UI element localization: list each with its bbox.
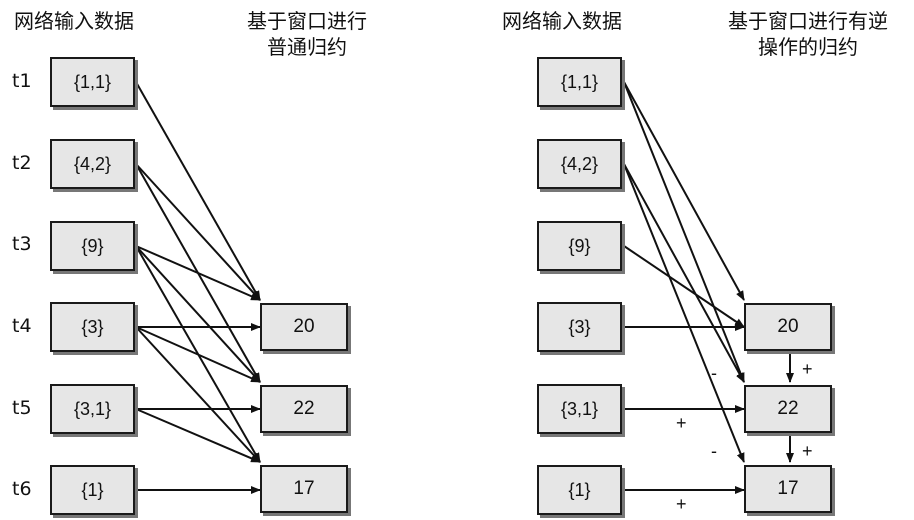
time-label: t4 bbox=[12, 315, 32, 337]
right-input-box-t6: {1} bbox=[537, 465, 622, 515]
right-output-box-17: 17 bbox=[744, 465, 832, 513]
minus-sign-t1: - bbox=[711, 363, 717, 383]
left-output-box-17: 17 bbox=[260, 465, 348, 513]
plus-sign-20-to-22: + bbox=[802, 359, 813, 379]
time-label: t6 bbox=[12, 478, 32, 500]
left-output-box-22: 22 bbox=[260, 385, 348, 433]
plus-sign-t6: + bbox=[676, 494, 687, 514]
left-input-box-t6: {1} bbox=[50, 465, 135, 515]
left-input-box-t3: {9} bbox=[50, 221, 135, 271]
right-arrow-t2-to-22 bbox=[623, 163, 745, 383]
left-input-box-t1: {1,1} bbox=[50, 57, 135, 107]
plus-sign-22-to-17: + bbox=[802, 441, 813, 461]
left-input-header: 网络输入数据 bbox=[14, 9, 134, 33]
right-arrow-t1-to-22 bbox=[623, 81, 745, 383]
left-arrow-t3-to-20 bbox=[135, 245, 261, 301]
left-arrow-t4-to-17 bbox=[135, 326, 261, 463]
time-label: t1 bbox=[12, 70, 32, 92]
right-input-box-t3: {9} bbox=[537, 221, 622, 271]
left-arrow-t5-to-17 bbox=[135, 408, 261, 463]
right-output-box-22: 22 bbox=[744, 385, 832, 433]
left-arrow-t2-to-20 bbox=[135, 163, 261, 301]
minus-sign-t2: - bbox=[711, 441, 717, 461]
left-input-box-t4: {3} bbox=[50, 302, 135, 352]
right-input-box-t2: {4,2} bbox=[537, 139, 622, 189]
left-output-header-line1: 基于窗口进行 bbox=[247, 9, 367, 33]
left-output-header-line2: 普通归约 bbox=[267, 35, 347, 59]
right-input-box-t1: {1,1} bbox=[537, 57, 622, 107]
right-input-box-t4: {3} bbox=[537, 302, 622, 352]
left-output-header: 基于窗口进行 普通归约 bbox=[222, 8, 392, 60]
left-arrow-t1-to-20 bbox=[135, 81, 261, 301]
right-output-header-line2: 操作的归约 bbox=[758, 35, 858, 59]
plus-sign-t5: + bbox=[676, 413, 687, 433]
left-arrow-t4-to-22 bbox=[135, 326, 261, 383]
left-output-box-20: 20 bbox=[260, 303, 348, 351]
right-output-header: 基于窗口进行有逆 操作的归约 bbox=[708, 8, 908, 60]
time-label: t3 bbox=[12, 233, 32, 255]
right-arrow-t1-to-20 bbox=[623, 81, 745, 301]
right-input-box-t5: {3,1} bbox=[537, 384, 622, 434]
time-label: t5 bbox=[12, 397, 32, 419]
left-input-box-t5: {3,1} bbox=[50, 384, 135, 434]
left-arrow-t3-to-22 bbox=[135, 245, 261, 383]
time-label: t2 bbox=[12, 152, 32, 174]
right-input-header: 网络输入数据 bbox=[502, 9, 622, 33]
left-input-box-t2: {4,2} bbox=[50, 139, 135, 189]
right-output-header-line1: 基于窗口进行有逆 bbox=[728, 9, 888, 33]
right-arrow-t2-to-17 bbox=[623, 163, 745, 463]
right-arrow-t3-to-20 bbox=[623, 245, 745, 328]
right-output-box-20: 20 bbox=[744, 303, 832, 351]
